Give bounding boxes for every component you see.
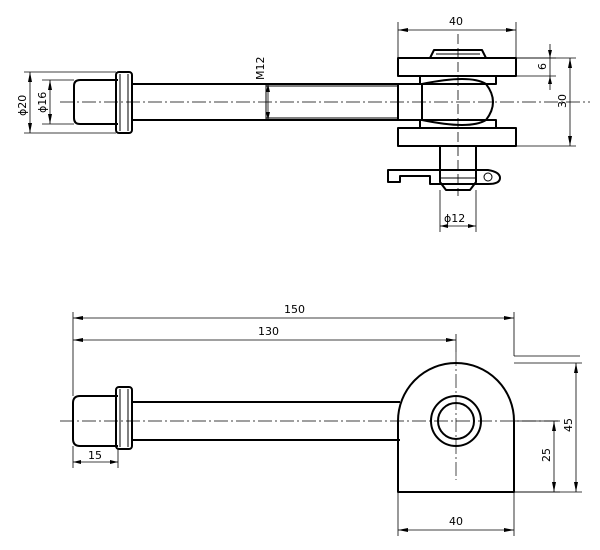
dim-m12-label: M12 [254, 57, 267, 81]
dim-15-label: 15 [88, 449, 102, 462]
dim-d20-label: ϕ20 [16, 95, 29, 116]
arrow [568, 58, 572, 68]
top-dimensions: 40 6 30 ϕ20 ϕ16 M12 [16, 15, 576, 232]
front-collar [115, 386, 133, 450]
front-stub [72, 395, 118, 447]
dim-30-label: 30 [556, 94, 569, 108]
arrow [73, 460, 81, 464]
arrow [552, 421, 556, 431]
arrow [548, 50, 552, 58]
top-cotter-pin [387, 169, 501, 185]
dim-d16-label: ϕ16 [36, 92, 49, 113]
arrow [28, 72, 32, 82]
dim-d12-label: ϕ12 [444, 212, 465, 225]
front-bushing-outer [430, 395, 482, 447]
arrow [504, 528, 514, 532]
top-upper-plate [397, 57, 517, 77]
top-collar [115, 71, 133, 134]
top-neck [397, 83, 423, 121]
arrow [446, 338, 456, 342]
arrow [468, 224, 476, 228]
front-bushing-inner [437, 402, 475, 440]
dim-130-label: 130 [258, 325, 279, 338]
arrow [48, 80, 52, 90]
arrow [266, 112, 270, 120]
front-plate [397, 362, 515, 493]
dim-top-40-label: 40 [449, 15, 463, 28]
dim-150-label: 150 [284, 303, 305, 316]
front-view [60, 352, 560, 493]
arrow [574, 363, 578, 373]
top-ball [421, 78, 494, 126]
dim-45-label: 45 [562, 418, 575, 432]
arrow [548, 76, 552, 84]
arrow [48, 114, 52, 124]
arrow [73, 338, 83, 342]
arrow [73, 316, 83, 320]
dim-40b-label: 40 [449, 515, 463, 528]
arrow [506, 28, 516, 32]
arrow [552, 482, 556, 492]
arrow [28, 123, 32, 133]
dim-6-label: 6 [536, 63, 549, 70]
arrow [110, 460, 118, 464]
arrow [398, 28, 408, 32]
arrow [440, 224, 448, 228]
front-dimensions: 150 130 15 25 45 40 [72, 303, 582, 536]
top-lower-plate [397, 127, 517, 147]
top-view [60, 34, 590, 196]
top-stub [73, 79, 118, 125]
arrow [398, 528, 408, 532]
dim-25-label: 25 [540, 448, 553, 462]
arrow [266, 84, 270, 92]
arrow [568, 136, 572, 146]
arrow [574, 482, 578, 492]
top-cotter-eye [483, 172, 493, 182]
arrow [504, 316, 514, 320]
